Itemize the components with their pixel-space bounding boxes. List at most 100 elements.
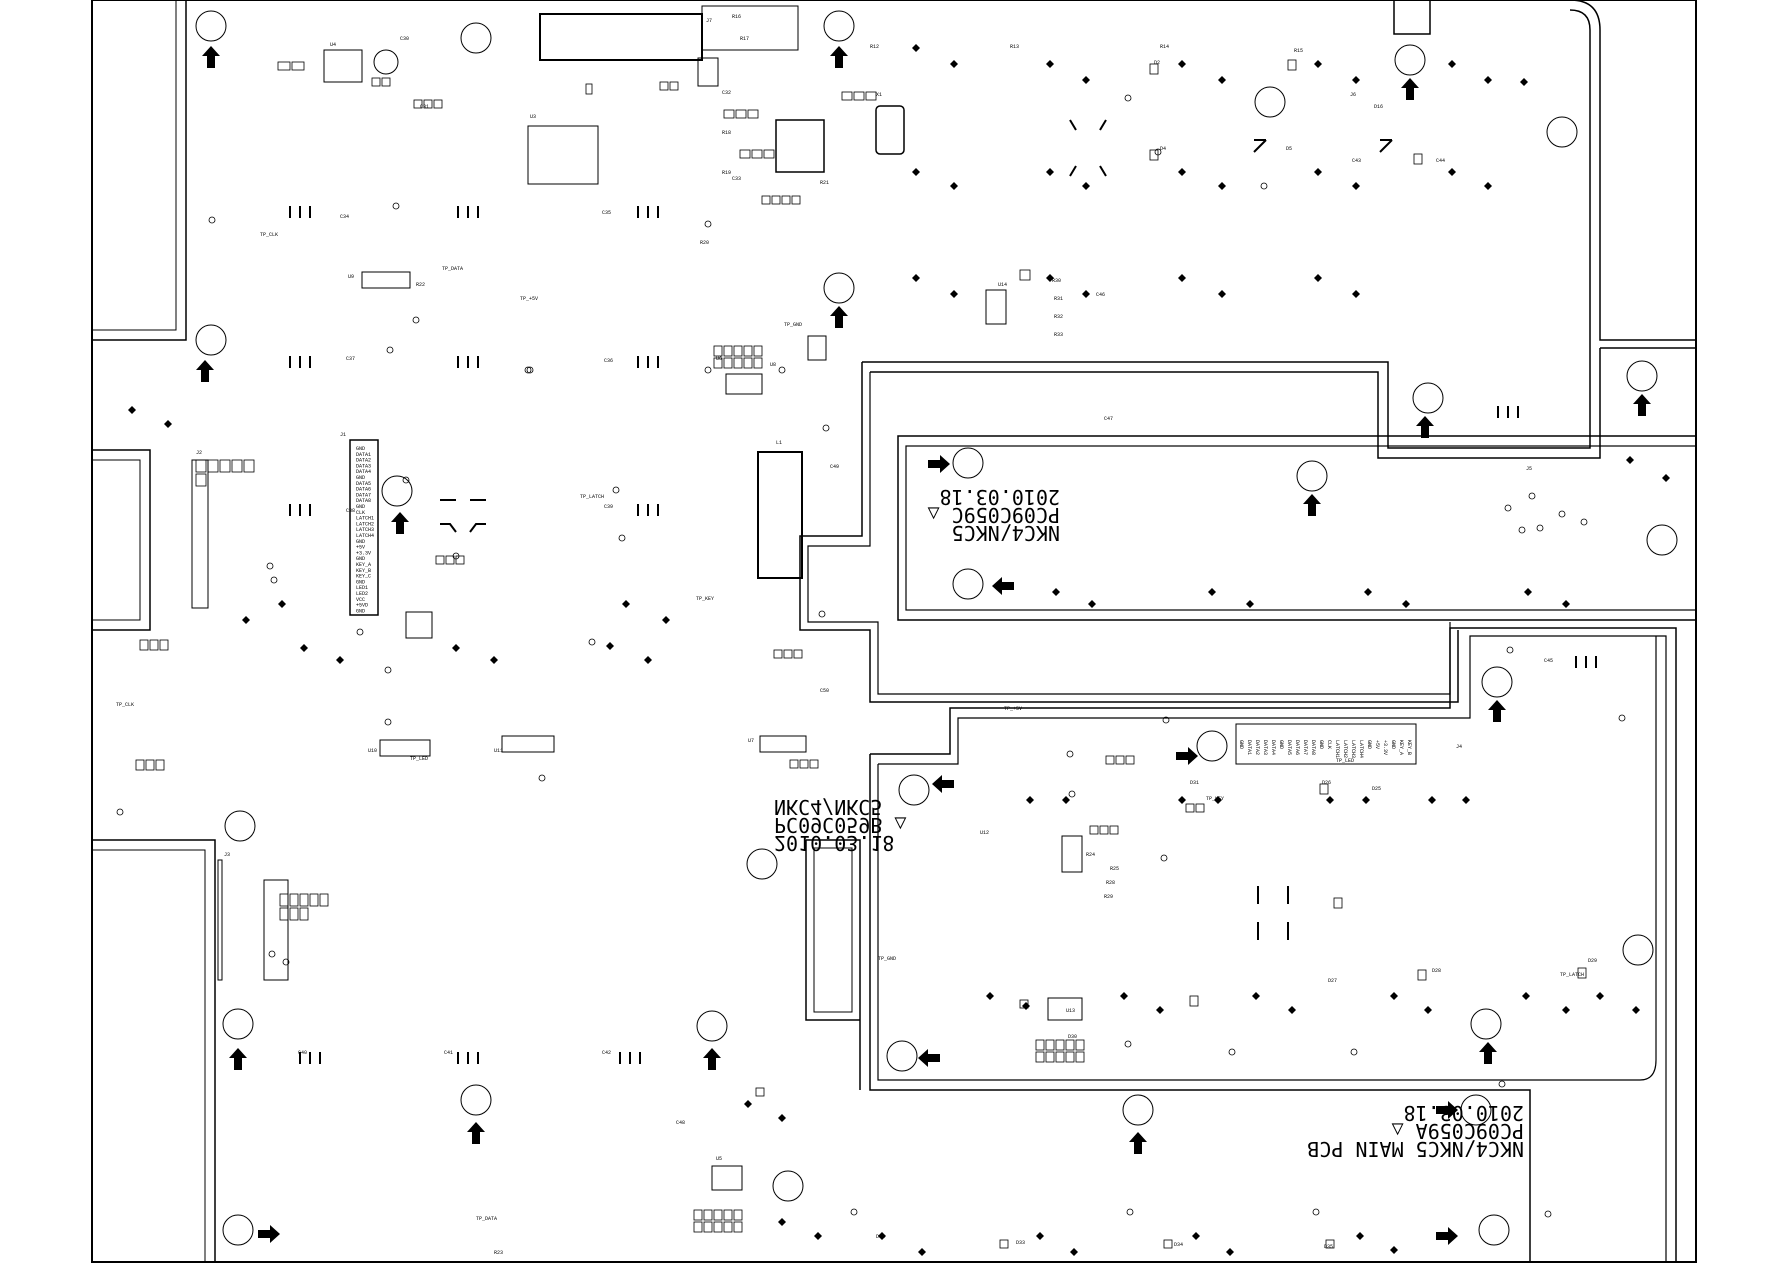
component-label: C39 [604, 504, 613, 510]
lower-subboard-marking: 2010.03.18 PC09C059B △ NKC4/NKC5 [774, 795, 906, 855]
test-pad [778, 366, 786, 374]
component-label: R16 [732, 14, 741, 20]
svg-text:PC09C059B △: PC09C059B △ [774, 813, 906, 837]
smd-component [1195, 803, 1205, 813]
bracket-mark [1253, 139, 1267, 153]
lower-subboard [870, 627, 1677, 1262]
component-label: C46 [1096, 292, 1105, 298]
test-point-label: TP_LED [410, 756, 428, 762]
header-pin-label: GND [1238, 740, 1244, 749]
orientation-arrow-icon [1401, 78, 1419, 100]
smd-component [135, 759, 145, 771]
orientation-arrow-icon [391, 512, 409, 534]
component-label: U3 [530, 114, 536, 120]
component-label: R17 [740, 36, 749, 42]
via-pad [1424, 1006, 1432, 1014]
smd-component [723, 109, 735, 119]
component-label: U12 [980, 830, 989, 836]
orientation-arrow-icon [467, 1122, 485, 1144]
test-pad [1618, 714, 1626, 722]
via-pad [1082, 76, 1090, 84]
test-pad [452, 552, 460, 560]
smd-component [799, 759, 809, 769]
via-pad [1428, 796, 1436, 804]
header-pin-label: DATA4 [1270, 740, 1276, 755]
header-pin-label: DATA6 [1294, 740, 1300, 755]
via-pad [1046, 168, 1054, 176]
test-pad [268, 950, 276, 958]
bracket-mark [1257, 886, 1289, 940]
test-pad [1162, 716, 1170, 724]
component-label: D4 [1160, 146, 1166, 152]
bracket-line [1069, 119, 1107, 177]
mounting-hole [898, 774, 930, 806]
test-pad [1580, 518, 1588, 526]
component-label: D30 [1068, 1034, 1077, 1040]
lower-left-channel [805, 839, 861, 1090]
component-label: C40 [298, 1050, 307, 1056]
orientation-arrow-icon [229, 1048, 247, 1070]
connector-pin-label: GND [356, 556, 365, 562]
component-label: J5 [1526, 466, 1532, 472]
component-label: C35 [602, 210, 611, 216]
left-top-cutout [91, 0, 187, 341]
svg-text:NKC4/NKC5 MAIN PCB: NKC4/NKC5 MAIN PCB [1307, 1137, 1524, 1161]
component-label: J1 [340, 432, 346, 438]
mounting-hole [1254, 86, 1286, 118]
via-pad [1062, 796, 1070, 804]
mounting-hole [381, 475, 413, 507]
inductor-l1 [757, 451, 803, 579]
via-pad [490, 656, 498, 664]
via-pad [1402, 600, 1410, 608]
connector-pin-label: GND [356, 446, 365, 452]
smd-component [841, 91, 853, 101]
smd-component [435, 555, 445, 565]
test-pad [612, 486, 620, 494]
ic-u6 [725, 373, 763, 395]
test-pad [1558, 510, 1566, 518]
connector-pin-label: +5VD [356, 603, 368, 609]
header-pin-label: KEY_B [1406, 740, 1412, 755]
test-pad [1504, 504, 1512, 512]
smd-component [755, 1087, 765, 1097]
mounting-hole [1122, 1094, 1154, 1126]
left-bottom-cutout [92, 839, 216, 1262]
component-label: U10 [368, 748, 377, 754]
smd-component [1055, 1051, 1065, 1063]
connector-pin-label: GND [356, 539, 365, 545]
component-label: R32 [1054, 314, 1063, 320]
via-pad [1662, 474, 1670, 482]
top-right-tab [1393, 0, 1431, 35]
connector-pin-label: DATA6 [356, 487, 371, 493]
ic-u11 [501, 735, 555, 753]
component-label: J2 [196, 450, 202, 456]
smd-component [279, 893, 289, 907]
via-pad [1120, 992, 1128, 1000]
via-pad [1626, 456, 1634, 464]
component-label: R20 [700, 240, 709, 246]
component-label: L1 [776, 440, 782, 446]
smd-component [309, 893, 319, 907]
ic-u8 [985, 289, 1007, 325]
component-label: D34 [1174, 1242, 1183, 1248]
smd-component [781, 195, 791, 205]
smd-component [1163, 1239, 1173, 1249]
ic-u5 [711, 1165, 743, 1191]
via-pad [1088, 600, 1096, 608]
smd-component [723, 1209, 733, 1221]
component-label: C48 [676, 1120, 685, 1126]
via-pad [1246, 600, 1254, 608]
test-point-label: TP_LATCH [580, 494, 604, 500]
via-pad [1314, 60, 1322, 68]
via-pad [1522, 992, 1530, 1000]
via-pad [1520, 78, 1528, 86]
test-pad [704, 366, 712, 374]
smd-component [753, 345, 763, 357]
test-pad [116, 808, 124, 816]
orientation-arrow-icon [830, 306, 848, 328]
test-pad [282, 958, 290, 966]
via-pad [1218, 182, 1226, 190]
header-pin-label: LATCH4 [1358, 740, 1364, 758]
upper-subboard [862, 9, 1696, 449]
